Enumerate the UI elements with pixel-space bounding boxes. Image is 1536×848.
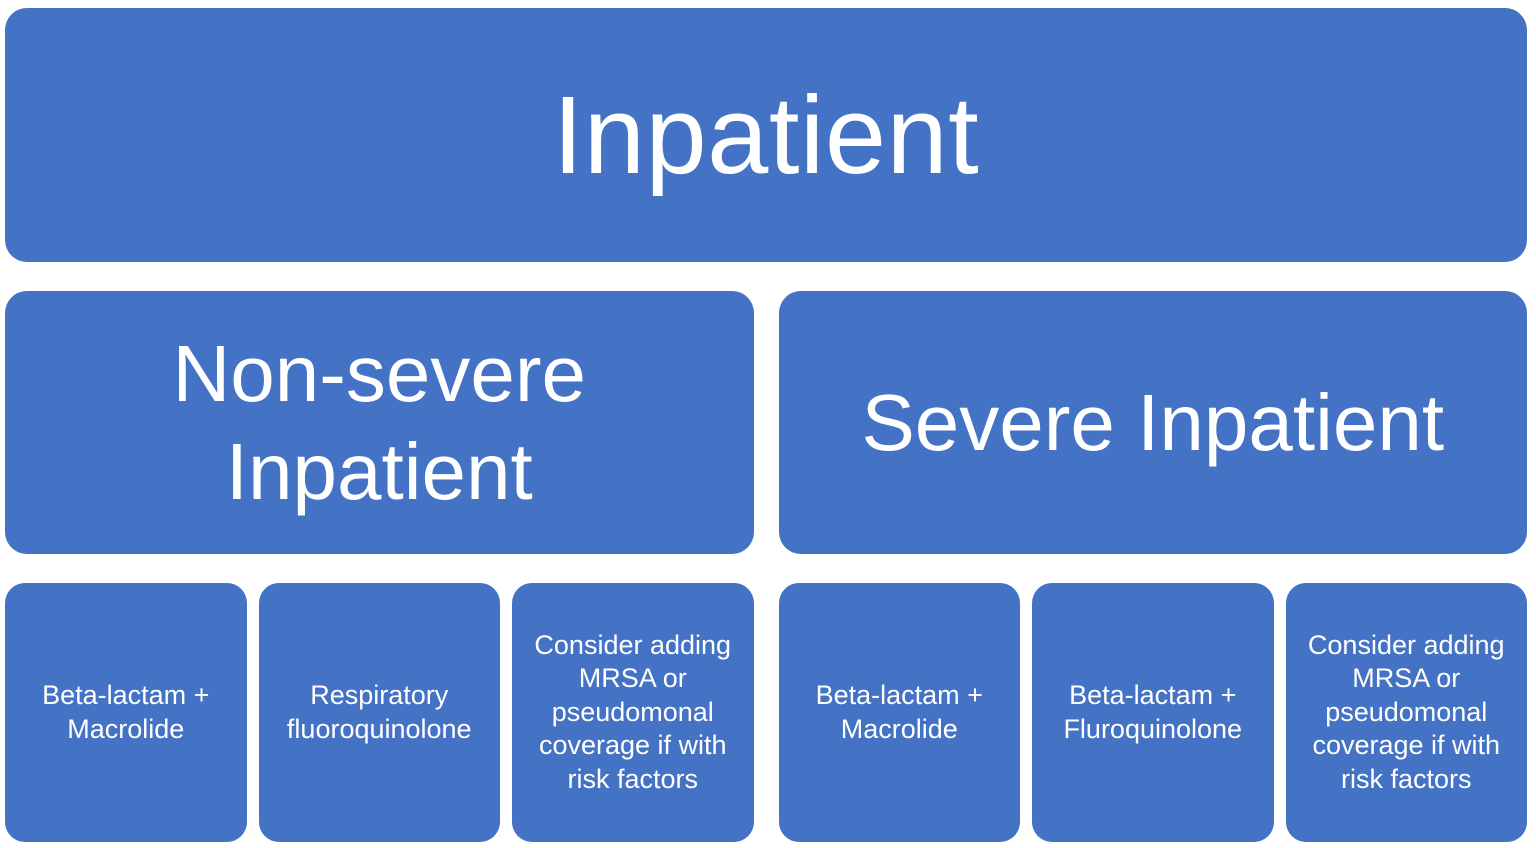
leaf-label: Consider adding MRSA or pseudomonal cove… — [534, 629, 732, 794]
branch-box-severe-inpatient: Severe Inpatient — [778, 291, 1527, 554]
leaf-box-respiratory-fluoroquinolone: Respiratory fluoroquinolone — [258, 583, 500, 842]
leaf-box-severe-mrsa-pseudomonal-coverage: Consider adding MRSA or pseudomonal cove… — [1285, 583, 1527, 842]
diagram-level-2: Non-severe Inpatient Severe Inpatient — [5, 291, 1527, 554]
non-severe-treatment-group: Beta-lactam + Macrolide Respiratory fluo… — [5, 583, 754, 842]
leaf-box-nonsevere-mrsa-pseudomonal-coverage: Consider adding MRSA or pseudomonal cove… — [512, 583, 754, 842]
severe-treatment-group: Beta-lactam + Macrolide Beta-lactam + Fl… — [778, 583, 1527, 842]
leaf-label: Respiratory fluoroquinolone — [286, 680, 472, 744]
branch-severe-label: Severe Inpatient — [861, 377, 1445, 467]
root-box-label: Inpatient — [552, 73, 980, 197]
leaf-box-severe-beta-lactam-fluroquinolone: Beta-lactam + Fluroquinolone — [1032, 583, 1274, 842]
leaf-box-nonsevere-beta-lactam-macrolide: Beta-lactam + Macrolide — [5, 583, 247, 842]
branch-box-non-severe-inpatient: Non-severe Inpatient — [5, 291, 754, 554]
leaf-label: Consider adding MRSA or pseudomonal cove… — [1307, 629, 1505, 794]
branch-non-severe-label: Non-severe Inpatient — [172, 328, 586, 516]
leaf-label: Beta-lactam + Macrolide — [815, 680, 983, 744]
leaf-box-severe-beta-lactam-macrolide: Beta-lactam + Macrolide — [778, 583, 1020, 842]
leaf-label: Beta-lactam + Fluroquinolone — [1063, 680, 1243, 744]
leaf-label: Beta-lactam + Macrolide — [42, 680, 210, 744]
diagram-level-3: Beta-lactam + Macrolide Respiratory fluo… — [5, 583, 1527, 842]
root-box-inpatient: Inpatient — [5, 8, 1527, 262]
diagram-level-1: Inpatient — [5, 8, 1527, 262]
